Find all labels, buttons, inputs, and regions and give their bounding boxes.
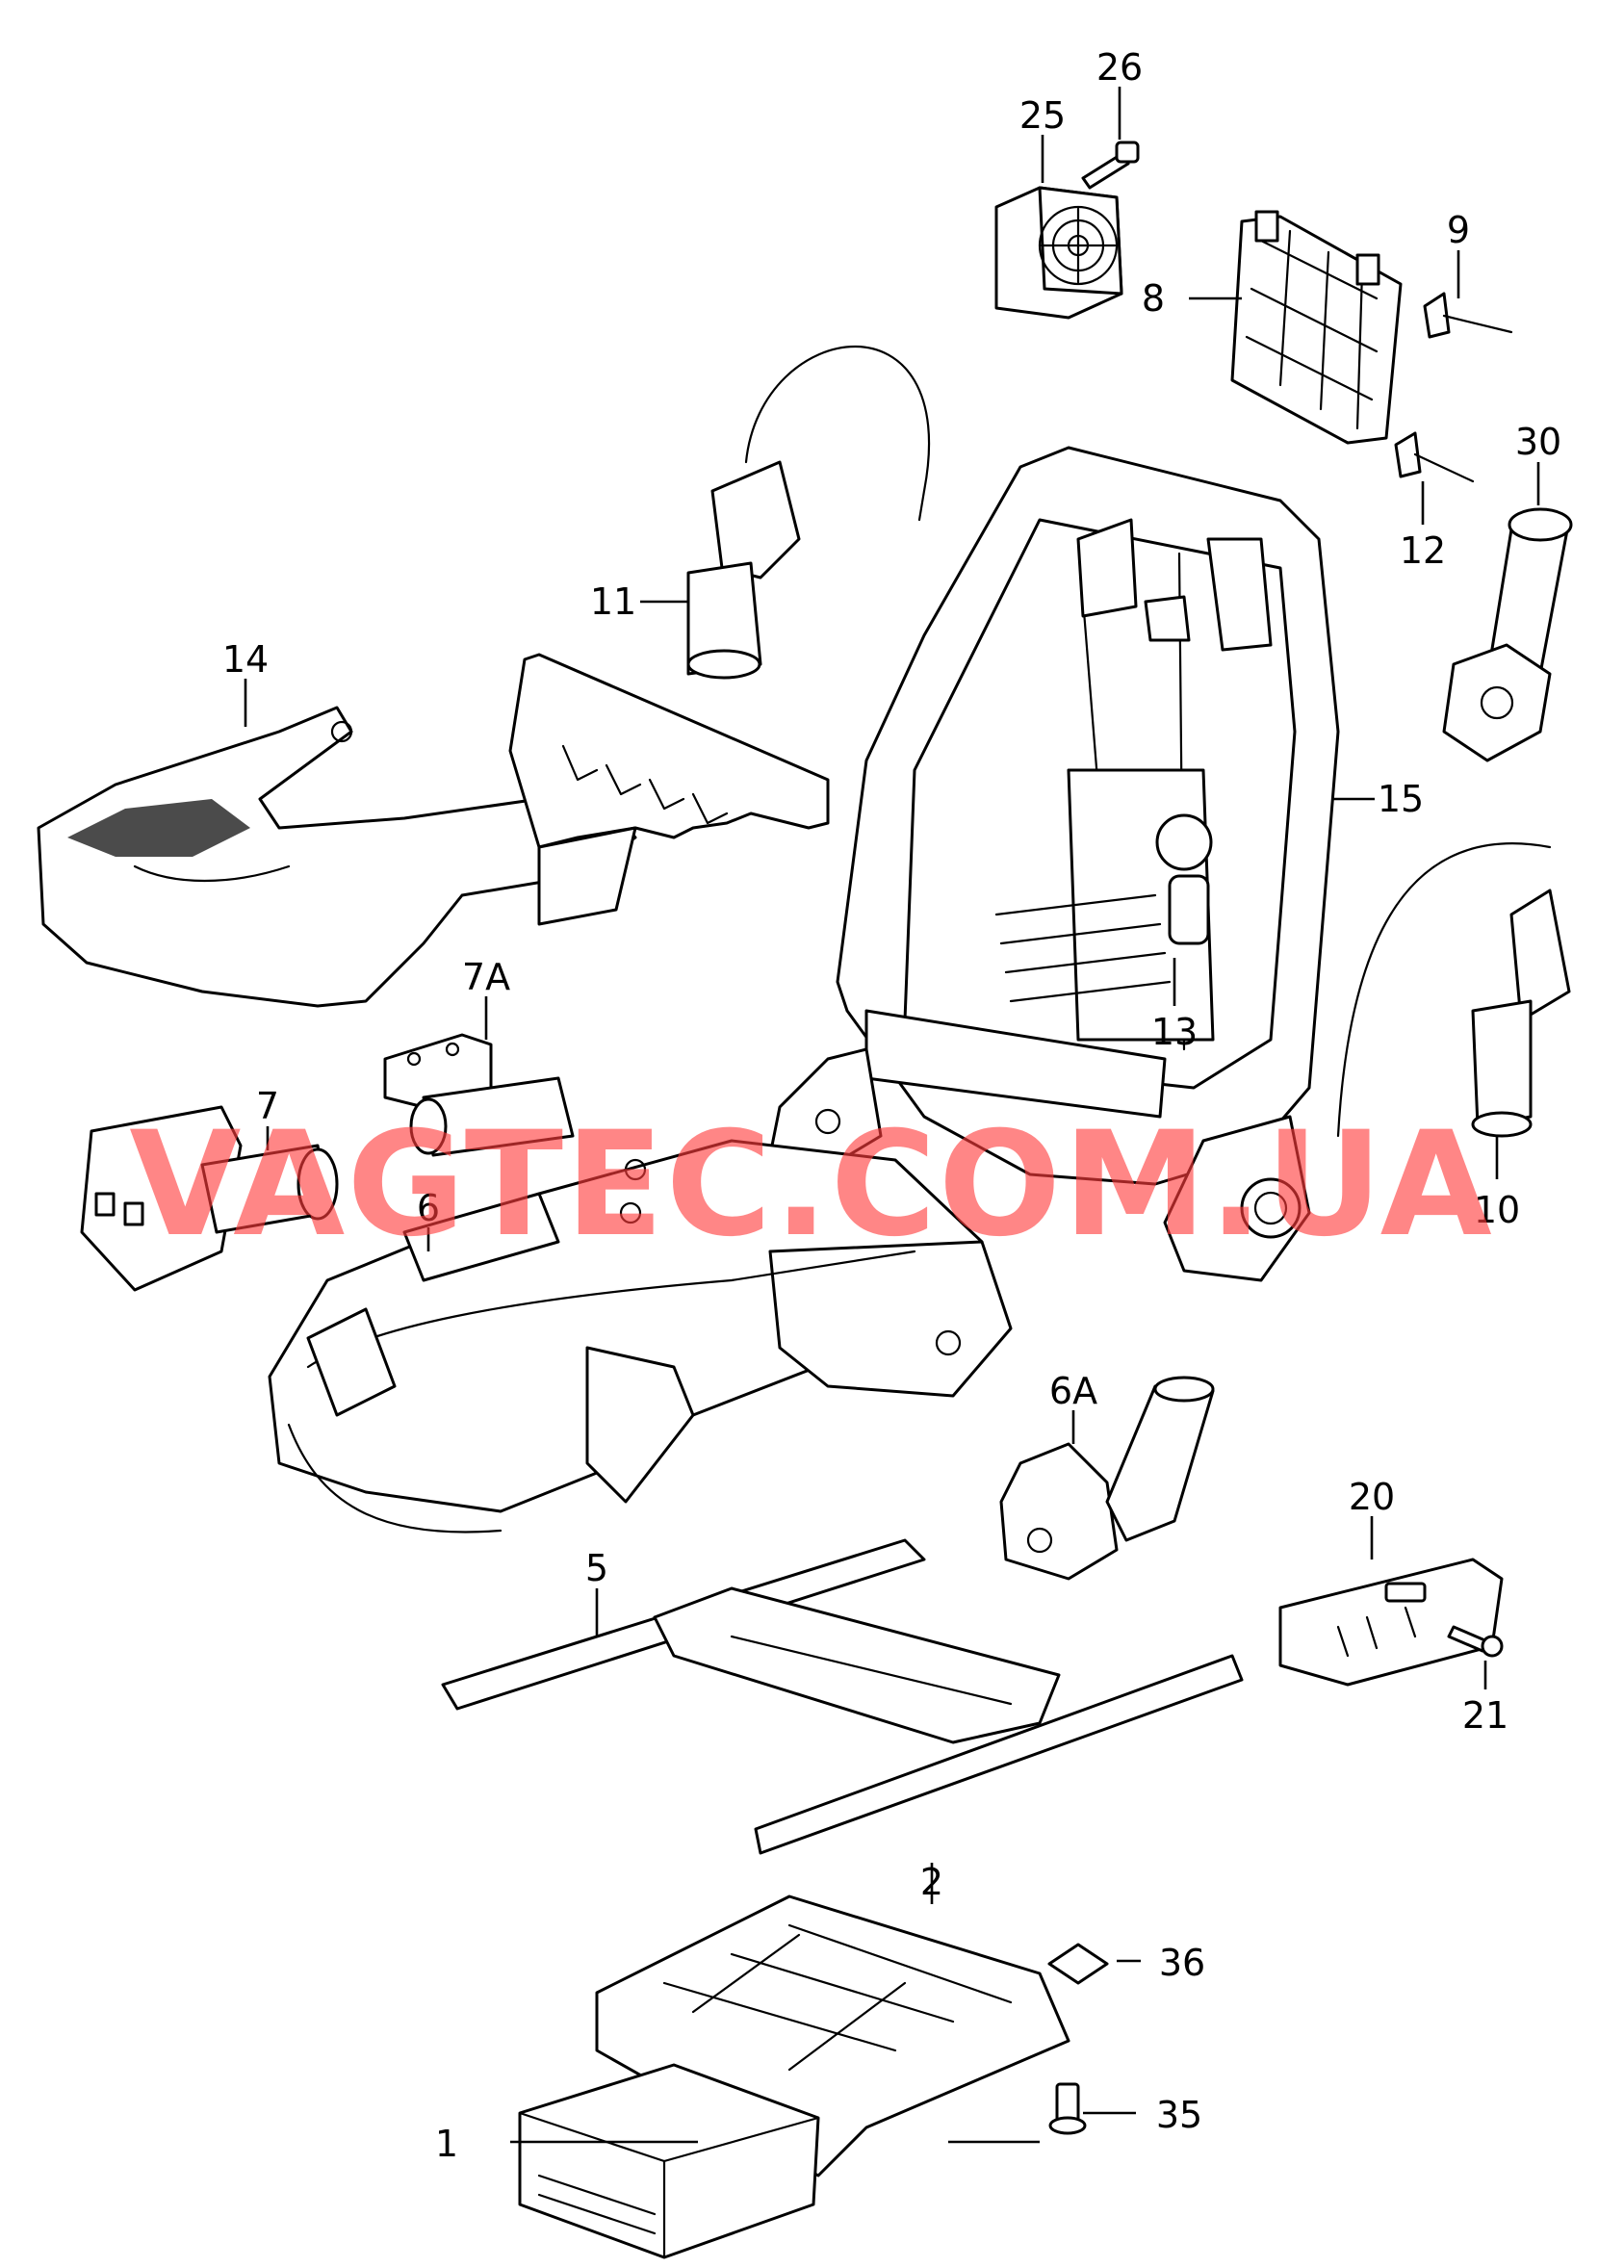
- part-9-rivet: [1423, 292, 1513, 339]
- callout-7a: 7A: [462, 956, 510, 998]
- callout-20: 20: [1349, 1476, 1395, 1518]
- part-12-rivet: [1394, 431, 1475, 483]
- callout-15: 15: [1378, 778, 1424, 820]
- leader-lines: [244, 87, 1540, 2144]
- part-15-recliner-hinge: [1163, 1115, 1311, 1282]
- part-10-cable-motor: [1336, 842, 1571, 1138]
- callout-30: 30: [1515, 421, 1561, 463]
- callout-6a: 6A: [1049, 1370, 1097, 1412]
- part-20-switch: [1278, 1558, 1504, 1687]
- watermark-text: VAGTEC.COM.UA: [129, 1101, 1493, 1269]
- callout-13: 13: [1151, 1011, 1198, 1053]
- callout-36: 36: [1159, 1942, 1205, 1984]
- callout-25: 25: [1019, 94, 1066, 137]
- callout-9: 9: [1447, 209, 1470, 251]
- part-36-clip-nut: [1047, 1943, 1109, 1985]
- part-6a-motor: [999, 1376, 1215, 1581]
- part-8-lumbar-frame: [1230, 210, 1403, 445]
- callout-10: 10: [1474, 1189, 1520, 1231]
- callout-2: 2: [920, 1861, 943, 1903]
- callout-35: 35: [1156, 2094, 1202, 2136]
- part-6-seat-frame: [268, 1139, 1013, 1533]
- part-14-rear-bracket: [508, 653, 830, 926]
- part-1-control-module: [518, 2063, 820, 2259]
- part-7-height-motor: [80, 1105, 339, 1292]
- part-26-screw: [1081, 141, 1140, 190]
- callout-11: 11: [590, 580, 636, 623]
- callout-14: 14: [222, 638, 269, 681]
- callout-6: 6: [417, 1187, 440, 1229]
- part-7a-motor: [383, 1033, 575, 1157]
- part-21-screw: [1447, 1625, 1504, 1658]
- part-13-lumbar-pump: [994, 768, 1215, 1042]
- callout-21: 21: [1462, 1694, 1508, 1737]
- part-5-seat-rails: [441, 1538, 1244, 1855]
- callout-5: 5: [585, 1547, 608, 1589]
- callout-7: 7: [256, 1085, 279, 1127]
- part-11-cable-motor: [686, 346, 931, 680]
- callout-12: 12: [1400, 529, 1446, 572]
- callout-labels: 1 2 5 6 6A 7 7A 8 9 10 11 12 13 14 15 20…: [222, 46, 1561, 2165]
- part-25-fan: [994, 186, 1123, 320]
- callout-1: 1: [435, 2123, 458, 2165]
- callout-8: 8: [1142, 277, 1165, 320]
- callout-26: 26: [1096, 46, 1143, 89]
- part-35-bolt: [1048, 2082, 1087, 2135]
- part-30-motor: [1442, 507, 1573, 762]
